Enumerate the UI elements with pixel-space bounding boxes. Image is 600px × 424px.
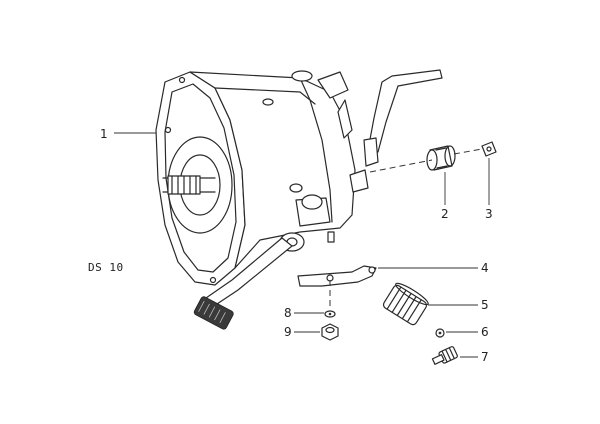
part-5-pedal-rubber[interactable] <box>382 281 430 327</box>
callout-4: 4 <box>481 261 489 275</box>
part-7-bolt[interactable] <box>431 346 458 367</box>
assembly-line-upper <box>369 148 483 173</box>
part-4-lever[interactable] <box>297 265 377 310</box>
part-8-washer[interactable] <box>324 310 336 318</box>
callout-7: 7 <box>481 350 489 364</box>
pedal-arm[interactable] <box>193 237 293 330</box>
callout-2: 2 <box>441 207 449 221</box>
model-tag: DS 10 <box>88 261 124 274</box>
callout-6: 6 <box>481 325 489 339</box>
part-2-bushing[interactable] <box>426 145 456 171</box>
callout-8: 8 <box>284 306 292 320</box>
gearbox-housing[interactable] <box>155 69 443 286</box>
part-3-clip[interactable] <box>481 141 497 157</box>
callout-1: 1 <box>100 127 108 141</box>
callout-5: 5 <box>481 298 489 312</box>
part-9-nut[interactable] <box>321 323 339 341</box>
callout-9: 9 <box>284 325 292 339</box>
callout-3: 3 <box>485 207 493 221</box>
part-6-washer[interactable] <box>435 328 445 338</box>
leader-lines <box>114 132 490 358</box>
